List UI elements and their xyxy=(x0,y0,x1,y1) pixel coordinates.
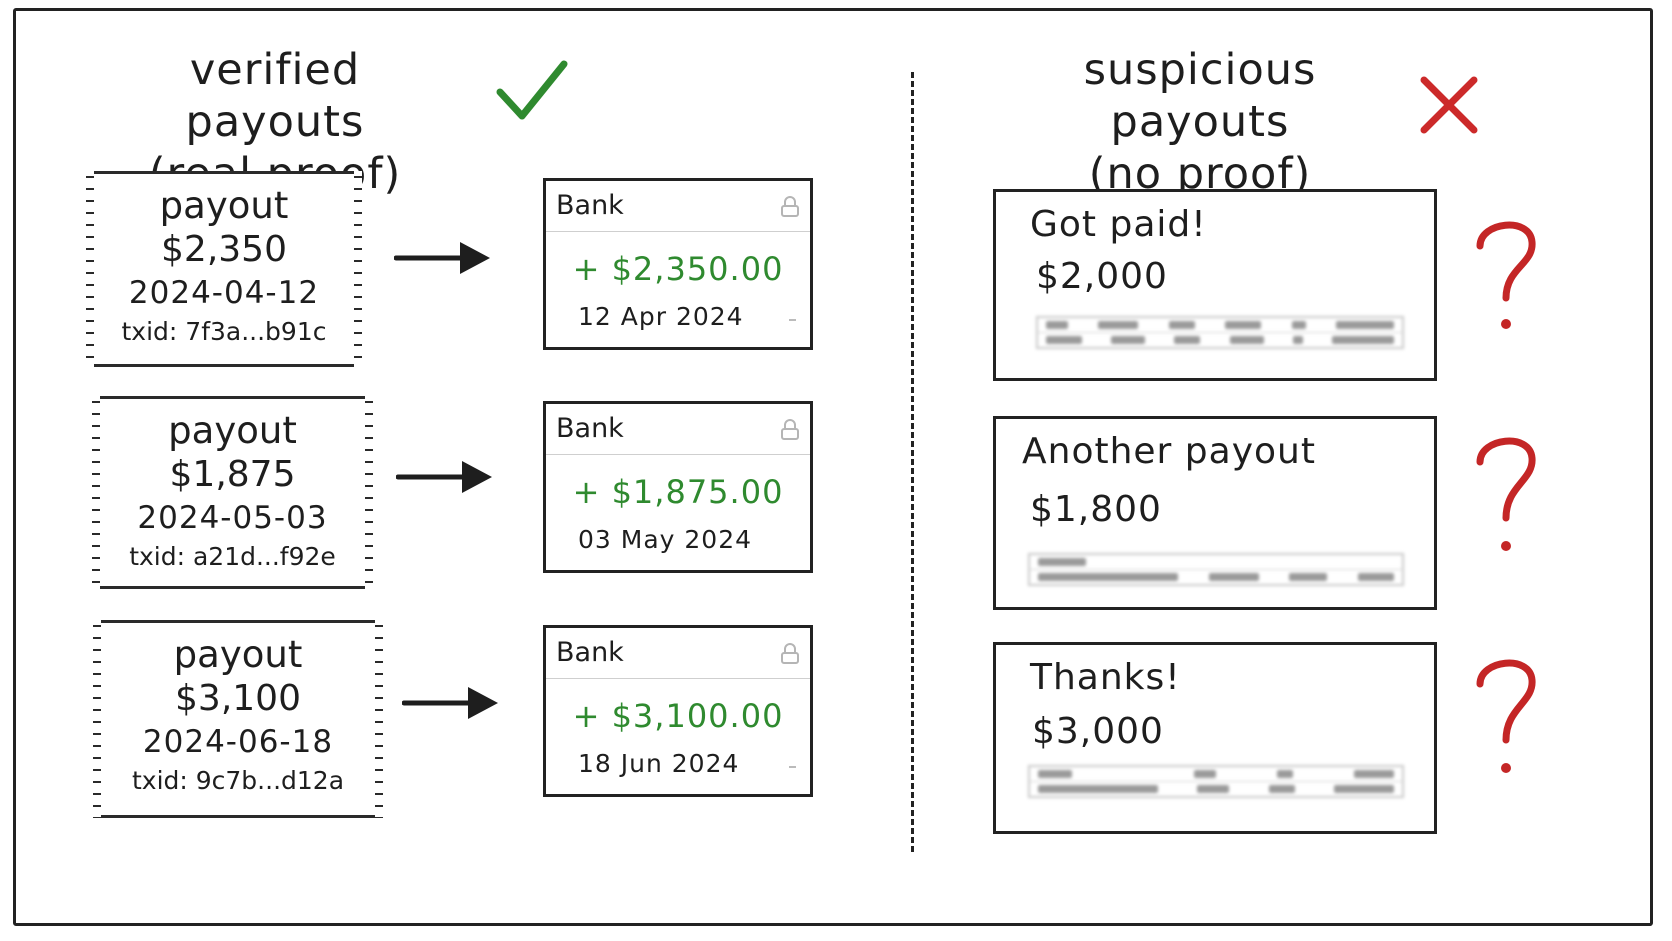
claim-amount: $1,800 xyxy=(1030,489,1162,530)
receipt-date: 2024-05-03 xyxy=(137,500,328,536)
blurred-screenshot xyxy=(1028,553,1404,586)
verified-heading-line1: verified payouts xyxy=(185,45,365,147)
receipt-word: payout xyxy=(168,409,297,452)
arrow-right-icon xyxy=(402,687,498,719)
claim-card-1: Got paid! $2,000 xyxy=(993,189,1437,381)
bank-name: Bank xyxy=(556,413,624,444)
receipt-1: payout $2,350 2024-04-12 txid: 7f3a...b9… xyxy=(86,171,362,367)
arrow-right-icon xyxy=(396,461,492,493)
receipt-txid: txid: a21d...f92e xyxy=(129,542,336,571)
bank-card-header: Bank xyxy=(546,628,810,679)
receipt-txid: txid: 7f3a...b91c xyxy=(121,317,327,346)
receipt-amount: $3,100 xyxy=(175,678,301,719)
check-icon xyxy=(496,60,568,120)
suspicious-heading: suspicious payouts (no proof) xyxy=(1010,44,1390,200)
lock-icon xyxy=(781,419,799,440)
bank-amount: + $1,875.00 xyxy=(572,473,784,511)
claim-card-2: Another payout $1,800 xyxy=(993,416,1437,610)
bank-date: 18 Jun 2024 xyxy=(578,749,740,778)
bank-card-mark xyxy=(789,766,796,768)
receipt-2: payout $1,875 2024-05-03 txid: a21d...f9… xyxy=(92,396,373,589)
claim-amount: $2,000 xyxy=(1036,256,1168,297)
bank-card-header: Bank xyxy=(546,404,810,455)
lock-icon xyxy=(781,643,799,664)
bank-card-3: Bank + $3,100.00 18 Jun 2024 xyxy=(543,625,813,797)
suspicious-heading-line1: suspicious payouts xyxy=(1083,45,1317,147)
bank-card-1: Bank + $2,350.00 12 Apr 2024 xyxy=(543,178,813,350)
receipt-word: payout xyxy=(173,633,303,676)
receipt-3: payout $3,100 2024-06-18 txid: 9c7b...d1… xyxy=(93,620,383,818)
question-mark-icon xyxy=(1476,659,1536,773)
receipt-date: 2024-04-12 xyxy=(128,275,320,311)
receipt-amount: $1,875 xyxy=(169,454,296,495)
claim-amount: $3,000 xyxy=(1032,711,1164,752)
bank-amount: + $3,100.00 xyxy=(572,697,784,735)
section-divider xyxy=(911,72,914,852)
blurred-screenshot xyxy=(1028,765,1404,798)
receipt-word: payout xyxy=(159,184,289,227)
bank-amount: + $2,350.00 xyxy=(572,250,784,288)
question-mark-icon xyxy=(1476,437,1536,551)
blurred-screenshot xyxy=(1036,316,1404,349)
cross-icon xyxy=(1420,76,1478,134)
arrow-right-icon xyxy=(394,242,490,274)
lock-icon xyxy=(781,196,799,217)
diagram-frame xyxy=(13,8,1653,926)
claim-title: Thanks! xyxy=(1030,657,1181,698)
bank-date: 12 Apr 2024 xyxy=(578,302,744,331)
claim-title: Got paid! xyxy=(1030,204,1207,245)
question-mark-icon xyxy=(1476,221,1536,329)
receipt-date: 2024-06-18 xyxy=(142,724,334,760)
claim-title: Another payout xyxy=(1022,431,1316,472)
bank-card-mark xyxy=(789,319,796,321)
bank-date: 03 May 2024 xyxy=(578,525,753,554)
claim-card-3: Thanks! $3,000 xyxy=(993,642,1437,834)
bank-name: Bank xyxy=(556,190,624,221)
receipt-amount: $2,350 xyxy=(161,229,287,270)
receipt-txid: txid: 9c7b...d12a xyxy=(131,766,345,795)
bank-card-header: Bank xyxy=(546,181,810,232)
bank-name: Bank xyxy=(556,637,624,668)
bank-card-2: Bank + $1,875.00 03 May 2024 xyxy=(543,401,813,573)
